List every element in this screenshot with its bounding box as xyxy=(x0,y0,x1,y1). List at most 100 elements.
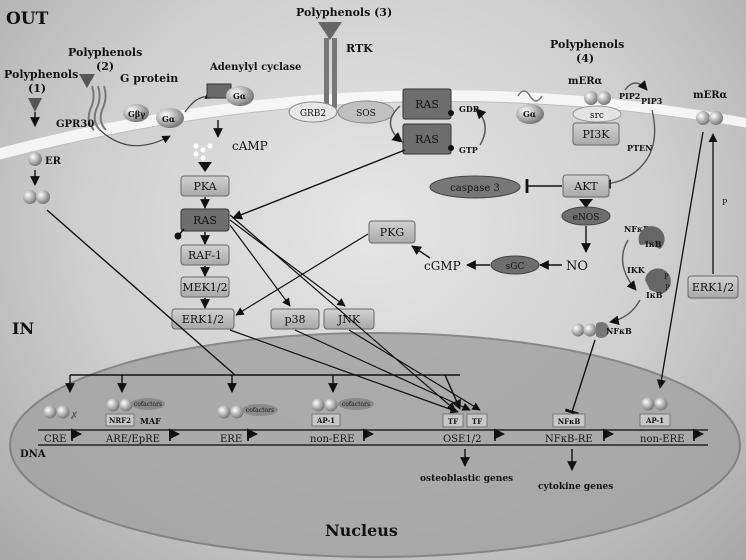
nfkb-mid-label: NFκB xyxy=(606,326,632,336)
g-beta-gamma-label: Gβγ xyxy=(128,109,146,119)
maf-label: MAF xyxy=(140,416,161,426)
cre-blocked-icon: ✗ xyxy=(70,411,78,422)
akt-box xyxy=(562,174,610,198)
pi3k-label: PI3K xyxy=(583,128,611,141)
sgc-icon xyxy=(490,255,540,275)
membrane-spring-icon xyxy=(517,90,543,102)
ras-gtp-box xyxy=(402,123,452,155)
element-nfkb-re: NFκB-RE xyxy=(545,434,593,445)
mek-label: MEK1/2 xyxy=(182,281,227,294)
cell-membrane xyxy=(0,90,746,160)
mera-left-icon xyxy=(584,91,598,105)
transcription-arrow-3 xyxy=(246,428,259,441)
src-label: src xyxy=(590,111,604,121)
no-label: NO xyxy=(566,259,588,274)
dna-label: DNA xyxy=(20,449,46,460)
mera-left-label: mERα xyxy=(568,76,603,87)
mek-box xyxy=(180,276,230,298)
transcription-arrow-4 xyxy=(362,428,375,441)
camp-dots xyxy=(193,143,213,161)
g-alpha-icon xyxy=(156,108,184,128)
in-label: IN xyxy=(12,319,34,338)
nfkb-er-complex-icon xyxy=(571,323,585,337)
ap1-right-label: AP-1 xyxy=(645,416,664,425)
cofactor-2-icon xyxy=(242,404,278,416)
tf2-label: TF xyxy=(472,417,482,426)
cofactor-3-label: cofactors xyxy=(342,401,370,408)
g-alpha-label: Gα xyxy=(162,114,175,124)
caspase3-icon xyxy=(429,175,521,199)
cre-complex-icon xyxy=(43,405,57,419)
tf2-box xyxy=(466,413,488,428)
raf1-box xyxy=(180,244,230,266)
polyphenols-4-number: (4) xyxy=(576,52,594,65)
cofactor-1-label: cofactors xyxy=(134,401,162,408)
jnk-box xyxy=(323,308,375,330)
rtk-label: RTK xyxy=(346,42,373,55)
ras-gtp-label: RAS xyxy=(415,133,439,146)
ap1-left-complex-icon xyxy=(311,398,325,412)
gpr30-receptor-icon xyxy=(87,85,107,131)
erk-left-label: ERK1/2 xyxy=(182,313,224,326)
transcription-arrow-7 xyxy=(692,428,705,441)
out-label: OUT xyxy=(6,9,49,29)
jnk-label: JNK xyxy=(337,313,361,326)
element-non-ere-left: non-ERE xyxy=(310,434,354,445)
mera-right-label: mERα xyxy=(693,90,728,101)
cytokine-genes-label: cytokine genes xyxy=(538,482,613,492)
nrf2-label: NRF2 xyxy=(109,416,131,425)
ac-g-alpha-label: Gα xyxy=(233,91,246,101)
grb2-label: GRB2 xyxy=(300,109,326,119)
tf1-box xyxy=(442,413,464,428)
raf1-label: RAF-1 xyxy=(188,249,222,262)
ras-gdp-label: RAS xyxy=(415,98,439,111)
ligand-1-icon xyxy=(28,98,42,112)
polyphenols-2-label: Polyphenols xyxy=(68,46,142,59)
sos-label: SOS xyxy=(356,109,376,119)
adenylyl-cyclase-label: Adenylyl cyclase xyxy=(209,62,301,73)
er-label: ER xyxy=(45,156,62,167)
pip3-label: PIP3 xyxy=(641,96,663,106)
cofactor-2-label: cofactors xyxy=(246,407,274,414)
ras-left-box xyxy=(180,208,230,232)
gpr30-label: GPR30 xyxy=(56,119,94,130)
ligand-2-icon xyxy=(79,74,95,88)
element-ere: ERE xyxy=(220,434,242,445)
erk-right-label: ERK1/2 xyxy=(692,281,734,294)
sgc-label: sGC xyxy=(506,262,525,272)
er-receptor-icon xyxy=(28,152,42,166)
phospho-p3: P xyxy=(722,198,728,207)
element-non-ere-right: non-ERE xyxy=(640,434,684,445)
polyphenols-4-label: Polyphenols xyxy=(550,38,624,51)
ikb2-label: IκB xyxy=(646,290,663,300)
response-elements: CRE ARE/EpRE ERE non-ERE OSE1/2 NFκB-RE … xyxy=(44,428,705,445)
cofactor-1-icon xyxy=(131,398,165,410)
mera-g-alpha-icon xyxy=(516,104,544,124)
pten-label: PTEN xyxy=(627,143,652,153)
er-dimer-icon xyxy=(23,190,37,204)
transcription-arrow-2 xyxy=(168,428,181,441)
enos-label: eNOS xyxy=(573,213,600,223)
polyphenols-3-label: Polyphenols (3) xyxy=(296,6,392,19)
element-cre: CRE xyxy=(44,434,66,445)
polyphenols-2-number: (2) xyxy=(96,60,114,73)
camp-label: cAMP xyxy=(232,139,268,153)
polyphenols-1-label: Polyphenols xyxy=(4,68,78,81)
pka-label: PKA xyxy=(193,180,217,193)
nfkb-ikb-complex-icon xyxy=(638,226,665,249)
ikb-label: IκB xyxy=(645,239,662,249)
cofactor-3-icon xyxy=(338,398,374,410)
ikk-label: IKK xyxy=(627,265,646,275)
p38-box xyxy=(270,308,320,330)
gdp-label: GDP xyxy=(459,104,479,114)
erk-right-box xyxy=(687,275,739,299)
ap1-left-label: AP-1 xyxy=(316,416,335,425)
phospho-p1: P xyxy=(664,273,669,281)
osteoblastic-genes-label: osteoblastic genes xyxy=(420,474,513,484)
ikb-phospho-icon xyxy=(645,268,671,294)
ap1-right-box xyxy=(639,413,671,427)
g-beta-gamma-icon xyxy=(123,104,149,122)
ras-gdp-box xyxy=(402,88,452,120)
caspase3-label: caspase 3 xyxy=(450,183,500,194)
akt-label: AKT xyxy=(573,180,598,193)
